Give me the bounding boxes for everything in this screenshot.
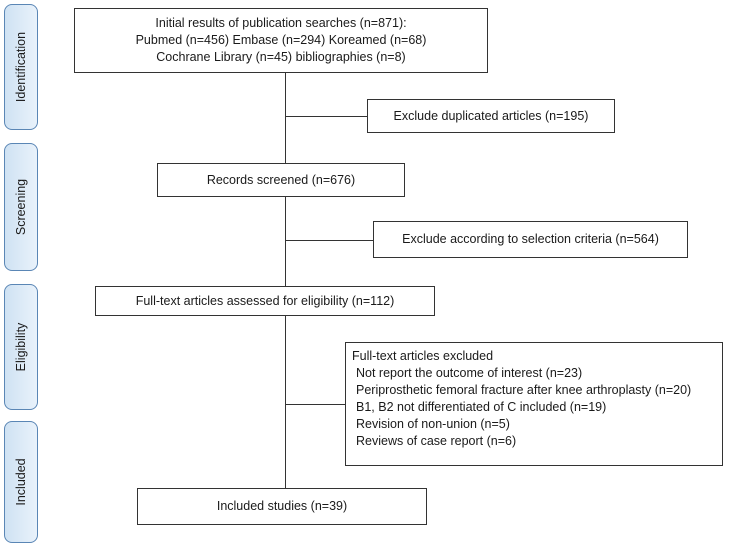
initial-line-3: Cochrane Library (n=45) bibliographies (… — [156, 50, 406, 64]
stage-screening: Screening — [4, 143, 38, 271]
stage-included-label: Included — [14, 458, 28, 506]
included-text: Included studies (n=39) — [216, 499, 348, 513]
excluded-item-revision: Revision of non-union (n=5) — [356, 417, 510, 431]
box-exclude-criteria: Exclude according to selection criteria … — [373, 221, 688, 258]
connector-duplicates-branch — [285, 116, 367, 118]
stage-screening-label: Screening — [14, 178, 28, 236]
box-included-studies: Included studies (n=39) — [137, 488, 427, 525]
stage-included: Included — [4, 421, 38, 543]
connector-main-2 — [285, 197, 287, 286]
initial-line-2: Pubmed (n=456) Embase (n=294) Koreamed (… — [135, 33, 427, 47]
excluded-item-b1-b2: B1, B2 not differentiated of C included … — [356, 400, 607, 414]
connector-excluded-branch — [285, 404, 345, 406]
initial-line-1: Initial results of publication searches … — [155, 16, 407, 30]
box-initial-search: Initial results of publication searches … — [74, 8, 488, 73]
excluded-item-periprosthetic: Periprosthetic femoral fracture after kn… — [356, 383, 692, 397]
duplicates-text: Exclude duplicated articles (n=195) — [393, 108, 589, 123]
stage-eligibility: Eligibility — [4, 284, 38, 410]
box-fulltext-assessed: Full-text articles assessed for eligibil… — [95, 286, 435, 316]
box-exclude-duplicates: Exclude duplicated articles (n=195) — [367, 99, 615, 133]
fulltext-text: Full-text articles assessed for eligibil… — [135, 293, 395, 308]
excluded-item-outcome: Not report the outcome of interest (n=23… — [356, 366, 583, 380]
stage-identification-label: Identification — [14, 31, 28, 103]
screened-text: Records screened (n=676) — [206, 172, 356, 187]
connector-main-3 — [285, 316, 287, 488]
stage-eligibility-label: Eligibility — [14, 322, 28, 372]
box-records-screened: Records screened (n=676) — [157, 163, 405, 197]
connector-main-1 — [285, 73, 287, 163]
excluded-item-reviews: Reviews of case report (n=6) — [356, 434, 517, 448]
connector-criteria-branch — [285, 240, 373, 242]
box-fulltext-excluded: Full-text articles excluded Not report t… — [345, 342, 723, 466]
stage-identification: Identification — [4, 4, 38, 130]
excluded-title: Full-text articles excluded — [352, 349, 494, 363]
criteria-text: Exclude according to selection criteria … — [402, 232, 659, 246]
